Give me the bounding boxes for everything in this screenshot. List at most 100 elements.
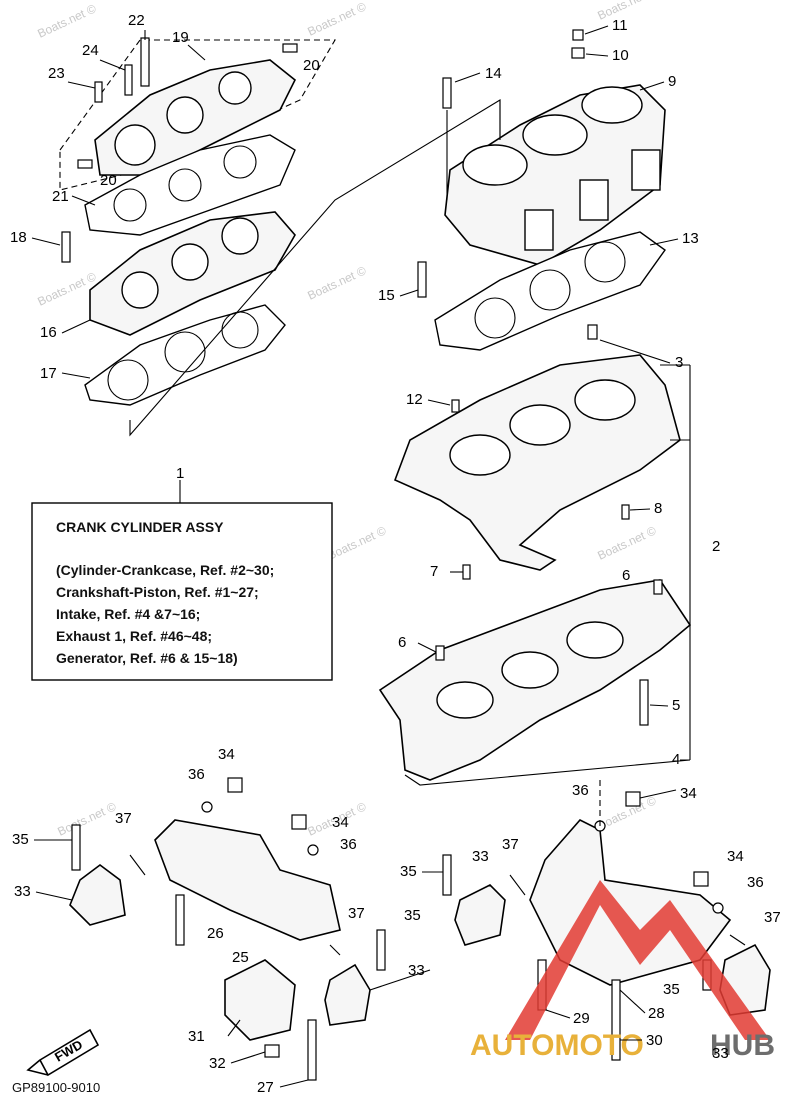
leader <box>427 399 451 406</box>
logo-mountain-icon <box>505 880 770 1040</box>
leader <box>599 339 671 364</box>
pin-6 <box>435 645 445 661</box>
info-box-line: (Cylinder-Crankcase, Ref. #2~30; <box>56 562 274 578</box>
info-box-title: CRANK CYLINDER ASSY <box>56 519 224 535</box>
callout-36: 36 <box>747 874 764 891</box>
washer-36 <box>712 902 724 914</box>
logo-text-primary: AUTOMOTO <box>470 1029 644 1062</box>
pin-12 <box>451 399 460 413</box>
callout-37: 37 <box>348 905 365 922</box>
crankcase-upper-group <box>393 324 681 580</box>
crank-journal <box>449 434 511 476</box>
logo-text-secondary: HUB <box>710 1029 775 1062</box>
exhaust-port <box>631 149 661 191</box>
bolt-35 <box>376 929 386 971</box>
callout-34: 34 <box>218 746 235 763</box>
callout-16: 16 <box>40 324 57 341</box>
head-chamber <box>171 243 209 281</box>
callout-30: 30 <box>646 1032 663 1049</box>
bolt-30 <box>611 979 621 1061</box>
bolt-24 <box>124 64 133 96</box>
bolt-14 <box>442 77 452 109</box>
callout-35: 35 <box>12 831 29 848</box>
cylinder-bore <box>522 114 588 156</box>
callout-24: 24 <box>82 42 99 59</box>
callout-20: 20 <box>100 172 117 189</box>
watermark-text: Boats.net © <box>35 269 98 308</box>
callout-31: 31 <box>188 1028 205 1045</box>
leader <box>584 25 609 35</box>
crankcase-lower-group <box>378 364 692 786</box>
callout-17: 17 <box>40 365 57 382</box>
head-chamber <box>221 217 259 255</box>
leader-lines <box>31 25 679 1088</box>
clip-10 <box>571 47 585 59</box>
gasket-hole <box>223 145 257 179</box>
gasket-bore <box>474 297 516 339</box>
leader <box>417 642 437 653</box>
callout-35: 35 <box>663 981 680 998</box>
leader <box>35 891 73 901</box>
engine-mount-left-group: FWD <box>26 777 386 1081</box>
bolt-18 <box>61 231 71 263</box>
callout-10: 10 <box>612 47 629 64</box>
fwd-arrow-icon <box>26 1028 100 1077</box>
leader <box>279 1079 309 1088</box>
info-box-line: Crankshaft-Piston, Ref. #1~27; <box>56 584 259 600</box>
callout-36: 36 <box>188 766 205 783</box>
callout-1: 1 <box>176 465 184 482</box>
rubber-mount-33 <box>324 963 371 1026</box>
crank-journal <box>509 404 571 446</box>
bolt-34 <box>227 777 243 793</box>
leader <box>227 1019 241 1037</box>
leader <box>545 1009 571 1019</box>
leader <box>187 44 206 61</box>
info-box-line: Exhaust 1, Ref. #46~48; <box>56 628 212 644</box>
callout-35: 35 <box>400 863 417 880</box>
callout-37: 37 <box>502 836 519 853</box>
leader <box>71 195 96 206</box>
callout-33: 33 <box>472 848 489 865</box>
cylinder-block-group <box>417 29 666 351</box>
callout-33: 33 <box>712 1045 729 1062</box>
main-bearing-seat <box>501 651 559 689</box>
bolt-32 <box>264 1044 280 1058</box>
leader <box>230 1051 266 1064</box>
leader <box>399 289 419 297</box>
callout-19: 19 <box>172 29 189 46</box>
main-bearing-seat <box>566 621 624 659</box>
head-chamber <box>121 271 159 309</box>
bolt-23 <box>94 81 103 103</box>
washer-36 <box>201 801 213 813</box>
gasket-bore <box>529 269 571 311</box>
callout-33: 33 <box>408 962 425 979</box>
pin-7 <box>462 564 471 580</box>
info-box-line: Intake, Ref. #4 &7~16; <box>56 606 200 622</box>
engine-mount-bracket-25 <box>154 819 341 941</box>
leader <box>454 72 481 83</box>
leader <box>585 53 609 57</box>
callout-5: 5 <box>672 697 680 714</box>
callout-33: 33 <box>14 883 31 900</box>
callout-36: 36 <box>572 782 589 799</box>
leader <box>649 238 679 246</box>
bolt-34 <box>625 791 641 807</box>
pin-8 <box>621 504 630 520</box>
callout-21: 21 <box>52 188 69 205</box>
bolt-15 <box>417 261 427 298</box>
gasket-hole <box>113 188 147 222</box>
info-box: CRANK CYLINDER ASSY (Cylinder-Crankcase,… <box>31 480 333 681</box>
rubber-mount-33 <box>69 864 126 926</box>
callouts: 22 19 24 23 20 20 21 18 16 17 11 10 14 9… <box>10 12 781 1096</box>
callout-9: 9 <box>668 73 676 90</box>
cover-port <box>166 96 204 134</box>
main-bearing-seat <box>436 681 494 719</box>
watermark-text: Boats.net © <box>35 1 98 40</box>
watermark-text: Boats.net © <box>305 263 368 302</box>
exhaust-port <box>579 179 609 221</box>
callout-32: 32 <box>209 1055 226 1072</box>
cylinder-head-group <box>59 37 501 437</box>
callout-37: 37 <box>115 810 132 827</box>
leader <box>369 969 431 991</box>
callout-22: 22 <box>128 12 145 29</box>
